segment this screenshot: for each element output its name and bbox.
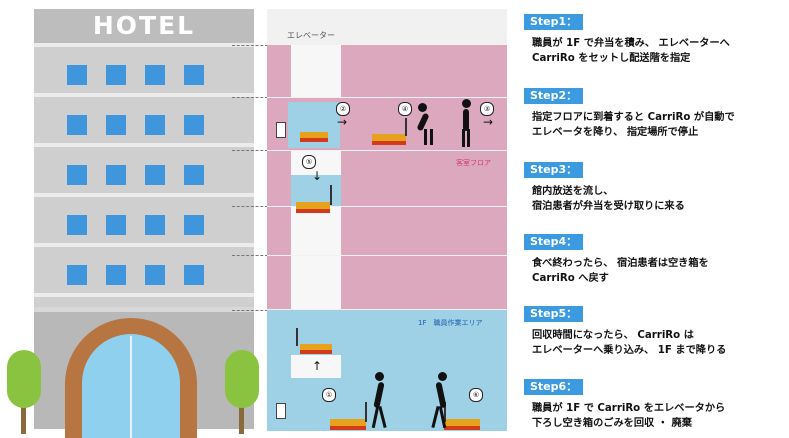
step-description: 館内放送を流し、 宿泊患者が弁当を受け取りに来る [532,184,787,214]
step-marker: ① [322,388,336,402]
guest-floor-band [341,151,507,206]
elevator-car [291,175,341,206]
window [184,165,204,185]
step-line: 指定フロアに到着すると CarriRo が自動で [532,112,735,123]
step-description: 回収時間になったら、 CarriRo は エレベーターへ乗り込み、 1F まで降… [532,328,787,358]
step-line: CarriRo をセットし配送階を指定 [532,53,691,64]
step-line: 下ろし空き箱のごみを回収 ・ 廃棄 [532,418,692,429]
step-description: 食べ終わったら、 宿泊患者は空き箱を CarriRo へ戻す [532,256,787,286]
door-divider [130,336,132,438]
connector-line [232,310,268,311]
hotel-roof [34,9,254,43]
window [106,265,126,285]
elevator-button-icon [276,403,286,419]
guest-floor-band [341,45,507,97]
window [184,265,204,285]
hotel-floor [34,293,254,307]
step-marker: ③ [480,102,494,116]
window [106,215,126,235]
step-description: 指定フロアに到着すると CarriRo が自動で エレベータを降り、 指定場所で… [532,110,787,140]
guest-floor-band [267,45,291,97]
step-badge: Step6： [524,379,584,395]
step-line: 職員が 1F で弁当を積み、 エレベーターへ [532,38,730,49]
window [184,115,204,135]
step-line: 職員が 1F で CarriRo をエレベータから [532,403,726,414]
window [106,65,126,85]
guest-floor-band [267,151,291,206]
step-line: 回収時間になったら、 CarriRo は [532,330,694,341]
staff-area-label: 1F 職員作業エリア [418,319,483,327]
step-badge: Step1： [524,14,584,30]
window [145,265,165,285]
step-marker: ② [336,102,350,116]
elevator-shaft [291,45,341,97]
elevator-shaft [291,207,341,255]
connector-line [232,97,268,98]
elevator-shaft [291,256,341,309]
step-badge: Step5： [524,306,584,322]
window [184,65,204,85]
elevator-shaft [291,151,341,175]
tree-trunk [239,400,244,434]
step-line: CarriRo へ戻す [532,273,609,284]
connector-line [232,45,268,46]
elevator-shaft [291,355,341,378]
guest-floor-band [341,207,507,255]
step-badge: Step4： [524,234,584,250]
connector-line [232,255,268,256]
window [67,165,87,185]
step-line: エレベータを降り、 指定場所で停止 [532,127,699,138]
hotel-sign: HOTEL [92,11,196,40]
step-description: 職員が 1F で CarriRo をエレベータから 下ろし空き箱のごみを回収 ・… [532,401,787,431]
window [145,115,165,135]
guest-floor-band [267,207,291,255]
window [106,165,126,185]
step-line: 宿泊患者が弁当を受け取りに来る [532,201,685,212]
window [67,65,87,85]
elevator-button-icon [276,122,286,138]
step-badge: Step3： [524,162,584,178]
step-description: 職員が 1F で弁当を積み、 エレベーターへ CarriRo をセットし配送階を… [532,36,787,66]
arrow-up-icon: ↑ [312,359,323,373]
tree-icon [7,350,41,408]
tree-icon [225,350,259,408]
step-marker: ④ [398,102,412,116]
step-line: 食べ終わったら、 宿泊患者は空き箱を [532,258,709,269]
step-marker: ⑥ [469,388,483,402]
guest-floor-label: 客室フロア [456,159,491,167]
elevator-label: エレベーター [287,31,335,40]
window [145,165,165,185]
window [184,215,204,235]
step-line: エレベーターへ乗り込み、 1F まで降りる [532,345,727,356]
step-badge: Step2： [524,88,584,104]
arrow-right-icon: → [337,115,348,129]
step-line: 館内放送を流し、 [532,186,614,197]
arrow-down-icon: ↓ [312,169,323,183]
window [145,65,165,85]
guest-floor-band [341,256,507,309]
window [67,265,87,285]
connector-line [232,206,268,207]
window [67,215,87,235]
window [145,215,165,235]
guest-floor-band [267,256,291,309]
step-marker: ⑤ [302,155,316,169]
connector-line [232,150,268,151]
window [106,115,126,135]
tree-trunk [21,400,26,434]
arrow-right-icon: → [483,115,494,129]
window [67,115,87,135]
